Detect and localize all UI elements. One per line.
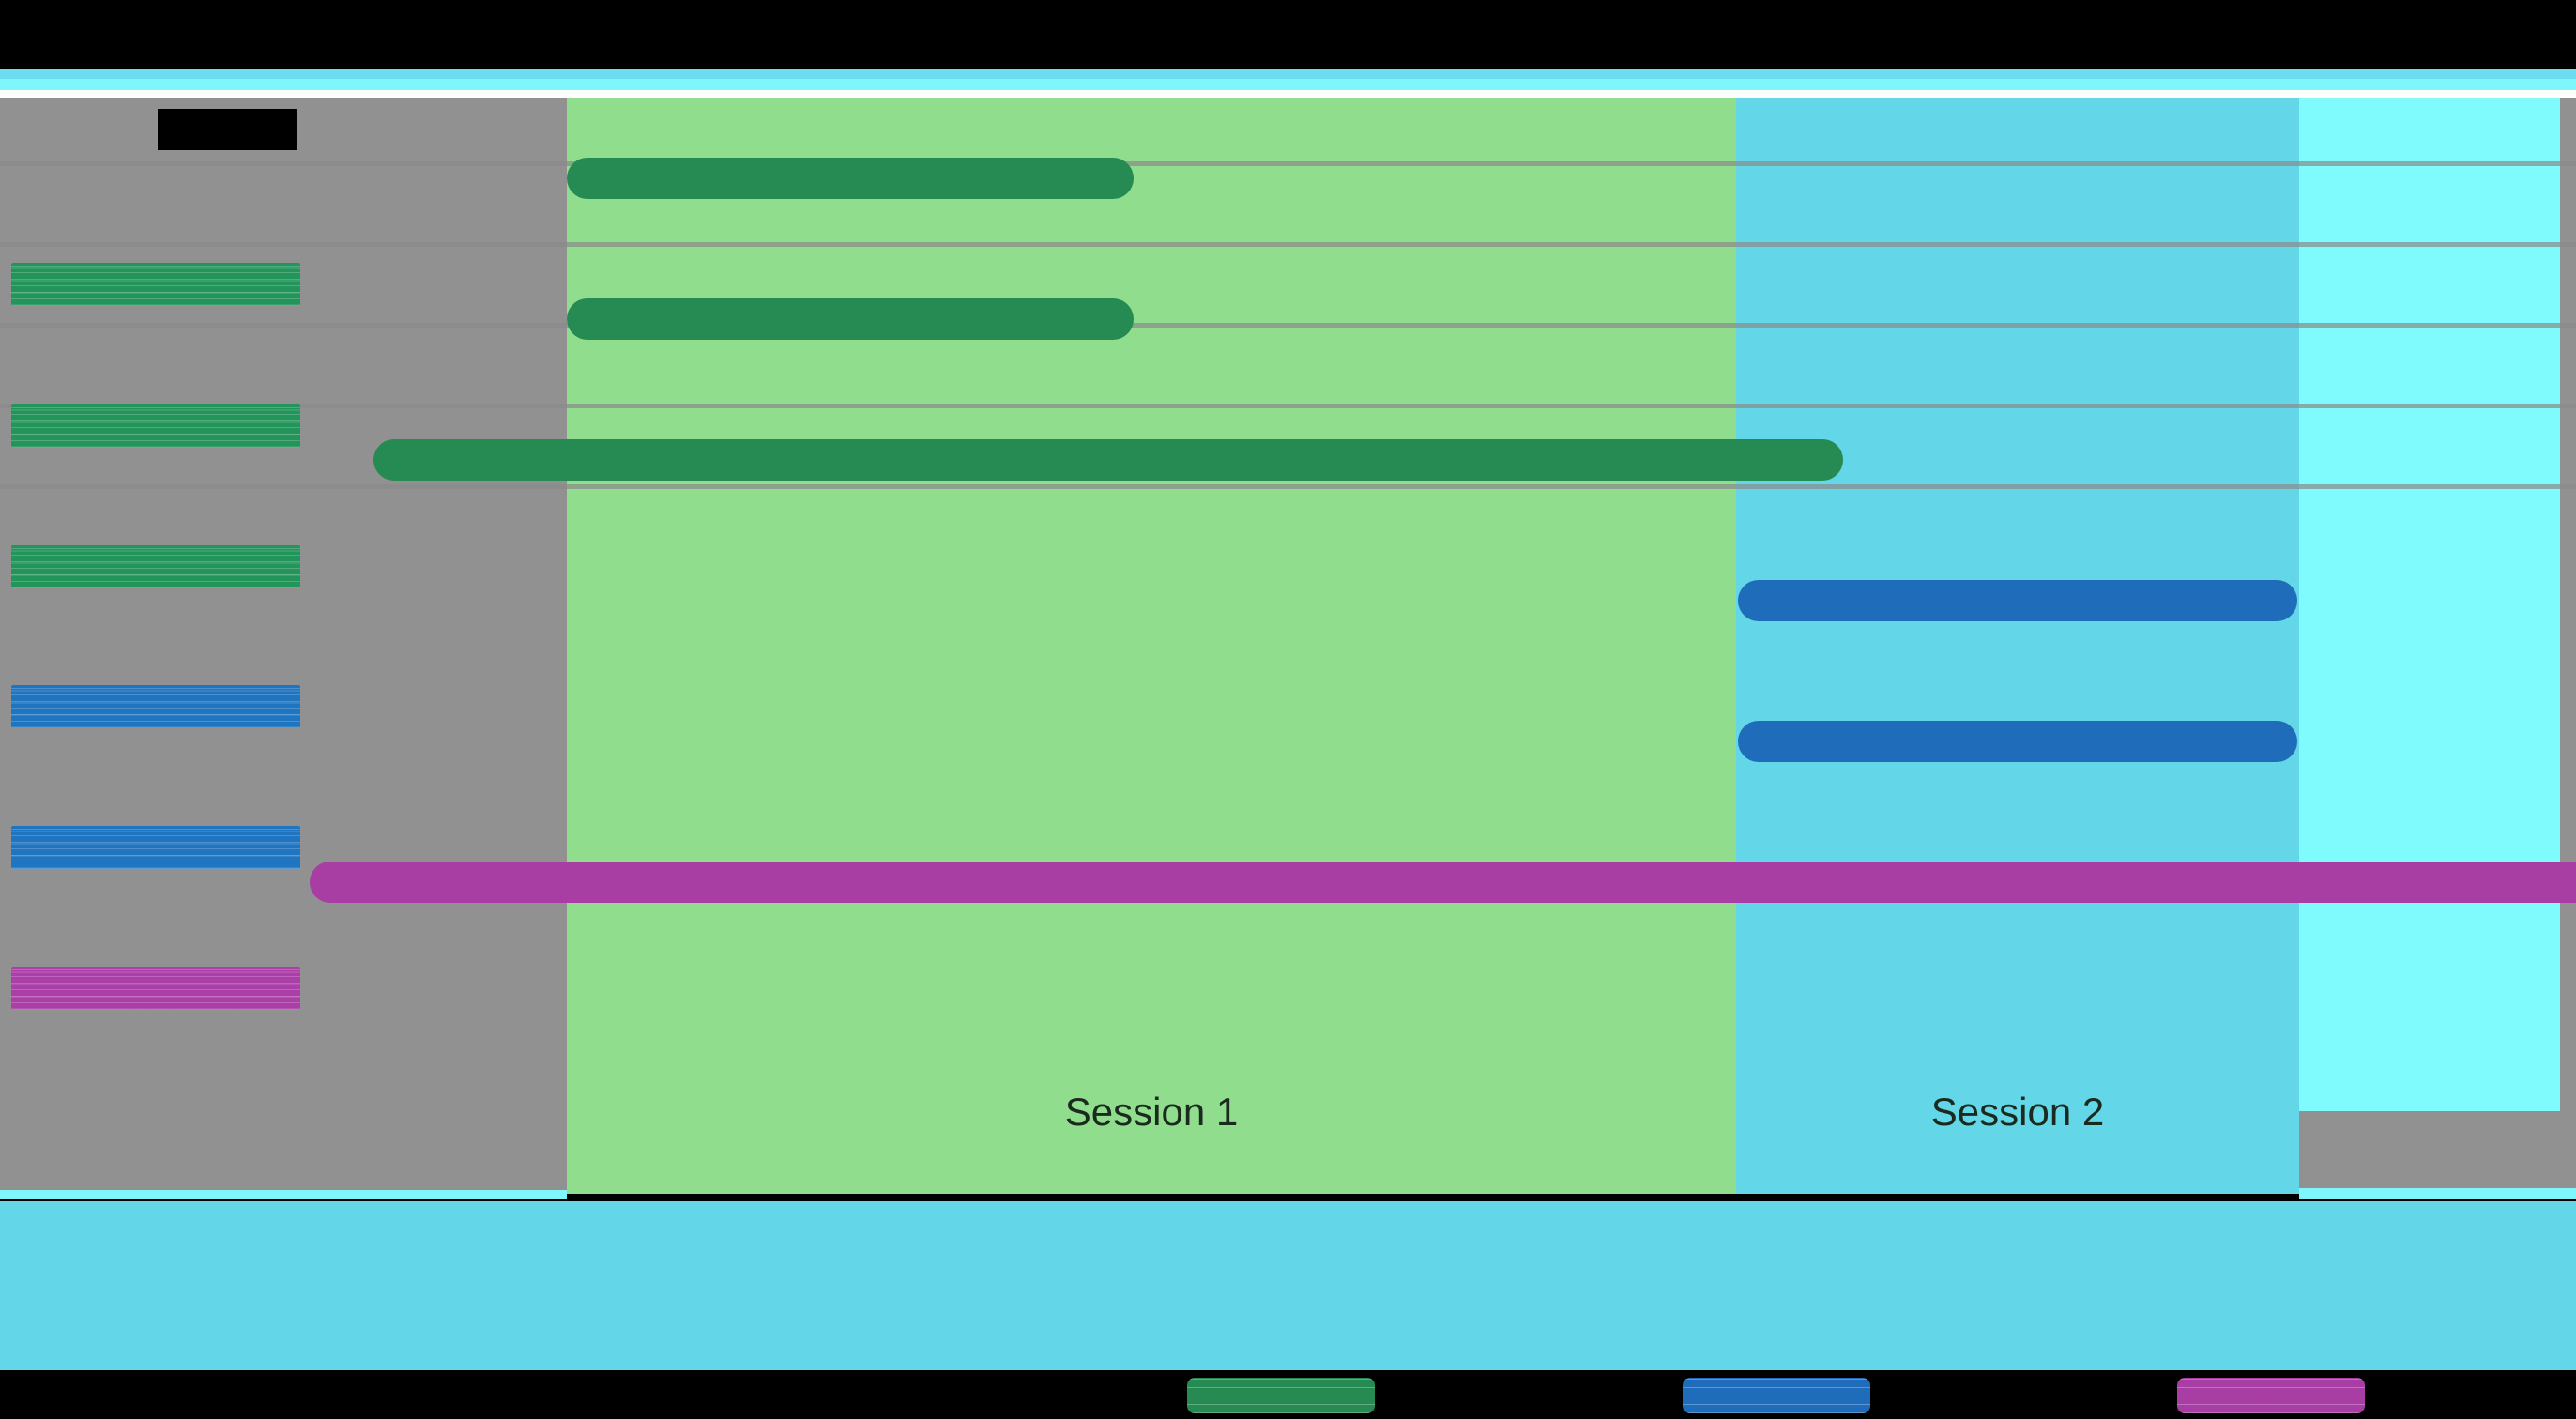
bottom-strip-right [2299,1188,2576,1199]
legend-swatch-dataset-b: DataSet B [1683,1378,1870,1413]
axis-label-dataset-c1[interactable]: DataSet C1 [11,967,300,1010]
legend-item-dataset-b[interactable]: DataSet B [1683,1372,1908,1419]
legend-item-dataset-c[interactable]: DataSet C [2177,1372,2402,1419]
bar-dataset-a1[interactable] [567,158,1134,199]
session-band-tail [2299,98,2560,1111]
gridline-5 [0,484,2576,489]
session-band-1 [567,98,1736,1194]
gridline-4 [0,404,2576,408]
legend-item-dataset-a[interactable]: DataSet A [1187,1372,1412,1419]
bar-dataset-b2[interactable] [1738,721,2297,762]
bar-dataset-a3[interactable] [373,439,1843,481]
bottom-panel [0,1201,2576,1370]
bar-dataset-c1[interactable] [310,862,2576,903]
axis-label-dataset-a1[interactable]: DataSet A1 [11,263,300,306]
top-divider [0,90,2576,98]
legend: DataSet A DataSet B DataSet C [0,1372,2576,1419]
axis-label-dataset-a2[interactable]: DataSet A2 [11,404,300,448]
bar-dataset-a2[interactable] [567,298,1134,340]
session-band-2 [1736,98,2299,1194]
gridline-1 [0,161,2576,166]
session-label-2: Session 2 [1930,1090,2105,1134]
bar-dataset-b1[interactable] [1738,580,2297,621]
gridline-2 [0,242,2576,247]
axis-label-dataset-b1[interactable]: DataSet B1 [11,685,300,728]
axis-label-dataset-a3[interactable]: DataSet A3 [11,545,300,588]
axis-label-dataset-b2[interactable]: DataSet B2 [11,826,300,869]
gridline-3 [0,323,2576,328]
plot-area: Session 1 Session 2 [0,98,2576,1194]
bottom-strip-left [0,1190,567,1199]
legend-swatch-dataset-a: DataSet A [1187,1378,1375,1413]
legend-swatch-dataset-c: DataSet C [2177,1378,2365,1413]
page-title [158,109,297,150]
session-label-1: Session 1 [1064,1090,1239,1134]
top-accent-strip-light [0,79,2576,90]
